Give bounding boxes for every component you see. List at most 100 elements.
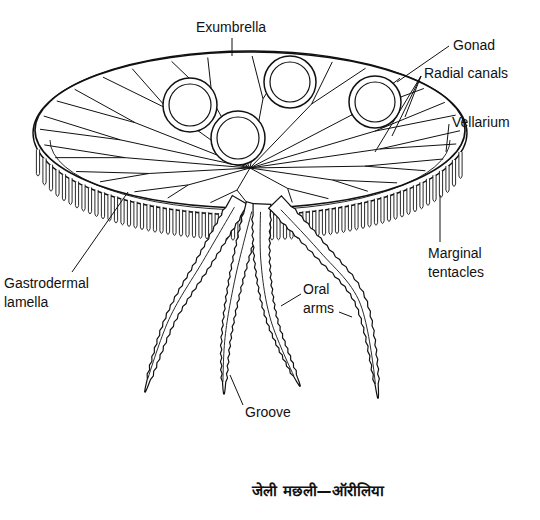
part-label: Oral arms [303,280,345,318]
leader-line [440,195,441,242]
exumbrella-outline [35,52,465,208]
leader-line [281,294,301,306]
marginal-tentacle [153,206,156,233]
oral-groove [223,211,252,381]
part-label: Gonad [453,36,533,55]
marginal-tentacle [374,199,377,226]
leader-line [392,76,421,136]
marginal-tentacle [381,197,384,224]
marginal-tentacle [88,187,91,214]
oral-arm [269,196,380,398]
radial-canal [252,56,263,99]
marginal-tentacle [166,208,169,235]
marginal-tentacle [186,211,189,238]
marginal-tentacle [36,150,39,177]
figure-caption: जेली मछली—ऑरीलिया [178,480,458,500]
radial-canal [365,166,426,171]
radial-canal [44,145,125,158]
gonad-ring [355,82,395,122]
marginal-tentacle [127,200,130,227]
leader-line [339,312,352,317]
leader-line [72,192,128,272]
marginal-tentacle [348,205,351,232]
marginal-tentacle [49,165,52,192]
radial-canal [288,188,329,198]
marginal-tentacle [335,207,338,234]
leader-line [405,76,421,117]
marginal-tentacle [173,209,176,236]
radial-canal [250,168,288,188]
marginal-tentacle [75,182,78,209]
marginal-tentacle [426,179,429,206]
marginal-tentacle [82,185,85,212]
radial-canal [149,168,250,173]
radial-canal [250,149,380,168]
marginal-tentacle [101,192,104,219]
gonad-ring [270,62,310,102]
marginal-tentacle [329,208,332,235]
marginal-tentacle [199,212,202,239]
radial-canal [103,77,168,109]
part-label: Exumbrella [196,18,286,37]
radial-canal [132,69,167,109]
radial-canal [44,116,121,140]
radial-canal [57,101,135,123]
marginal-tentacle [140,203,143,230]
marginal-tentacle [205,212,208,239]
gonad-ring [217,117,259,159]
oral-groove [260,212,294,376]
marginal-tentacle [459,152,462,179]
marginal-tentacle [134,202,137,229]
gonads [163,56,401,165]
part-label: Marginal tentacles [428,244,520,282]
marginal-tentacle [433,175,436,202]
marginal-tentacle [420,182,423,209]
gonad-ring [169,84,211,126]
oral-arms [145,196,380,399]
radial-canal [75,89,136,122]
radial-canal [100,173,149,181]
leader-line [375,76,421,152]
part-label: Vellarium [452,113,536,132]
marginal-tentacle [446,166,449,193]
marginal-tentacle [316,210,319,237]
marginal-tentacle [439,171,442,198]
marginal-tentacle [192,211,195,238]
marginal-tentacle [400,191,403,218]
part-label: Gastrodermal lamella [4,274,116,312]
radial-canal [288,188,293,202]
part-label: Radial canals [424,64,536,83]
oral-groove [281,210,376,384]
radial-canal [332,180,367,191]
marginal-tentacle [342,206,345,233]
radial-canal [332,180,397,183]
marginal-tentacle [361,202,364,229]
marginal-tentacle [452,160,455,187]
radial-canal [55,157,125,158]
radial-canal [134,185,188,192]
marginal-tentacle [147,204,150,231]
marginal-tentacle [413,185,416,212]
marginal-tentacle [62,174,65,201]
marginal-tentacle [179,210,182,237]
marginal-tentacle [355,203,358,230]
marginal-tentacle [394,193,397,220]
gonad-ring [264,56,316,108]
leader-line [446,124,449,152]
leader-lines [72,38,449,405]
radial-canal [250,166,365,168]
marginal-tentacle [387,195,390,222]
leader-line [232,38,233,56]
marginal-tentacle [322,209,325,236]
gonad-ring [349,76,401,128]
radial-canal [250,131,375,168]
gonad-ring [163,78,217,132]
radial-canals [40,56,460,204]
leader-line [230,375,243,405]
gonad-ring [211,111,265,165]
radial-canal [380,144,457,149]
radial-canal [40,129,120,140]
marginal-tentacle [407,188,410,215]
part-label: Groove [245,403,315,422]
